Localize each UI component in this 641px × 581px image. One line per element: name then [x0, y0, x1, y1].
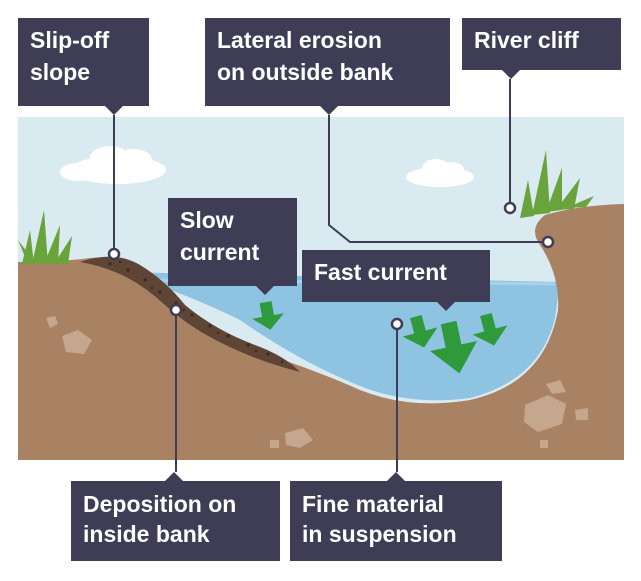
label-deposition: Deposition on inside bank [71, 472, 280, 561]
slip-off-dot [107, 247, 121, 261]
label-fine-line2: in suspension [302, 521, 457, 547]
label-slip-off-slope: Slip-off slope [18, 18, 149, 115]
lateral-erosion-dot [541, 235, 555, 249]
fast-current-arrow-small-left [402, 314, 438, 348]
stones [46, 316, 588, 448]
label-slip-off-line2: slope [30, 59, 91, 85]
label-lateral-line1: Lateral erosion [217, 27, 382, 53]
cloud-left [60, 146, 166, 184]
deposition-texture [108, 260, 284, 364]
label-river-cliff: River cliff [462, 18, 621, 79]
connector-lines [113, 79, 548, 472]
label-fast-current: Fast current [302, 250, 490, 311]
label-slow-line1: Slow [180, 207, 234, 233]
label-slow-line2: current [180, 239, 260, 265]
label-river-cliff-text: River cliff [474, 27, 579, 53]
fine-material-dot [390, 317, 404, 331]
label-slow-current: Slow current [168, 198, 297, 295]
label-fine-material: Fine material in suspension [290, 472, 502, 561]
label-deposition-line2: inside bank [83, 521, 210, 547]
river-cliff-dot [503, 201, 517, 215]
fast-current-arrow-small-right [472, 312, 508, 346]
label-lateral-line2: on outside bank [217, 59, 394, 85]
slow-current-arrow [252, 301, 284, 330]
label-fast-text: Fast current [314, 259, 447, 285]
label-deposition-line1: Deposition on [83, 491, 237, 517]
grass-left [18, 210, 72, 264]
deposition-dot [169, 303, 183, 317]
deposition-layer [80, 256, 300, 372]
grass-right [520, 150, 594, 218]
cloud-right [406, 159, 474, 187]
label-slip-off-line1: Slip-off [30, 27, 110, 53]
fast-current-arrow-large [430, 320, 478, 374]
label-lateral-erosion: Lateral erosion on outside bank [205, 18, 450, 115]
river-bank-earth [18, 204, 624, 460]
label-fine-line1: Fine material [302, 491, 444, 517]
connector-dots [107, 201, 555, 331]
lateral-erosion-connector [328, 115, 548, 243]
